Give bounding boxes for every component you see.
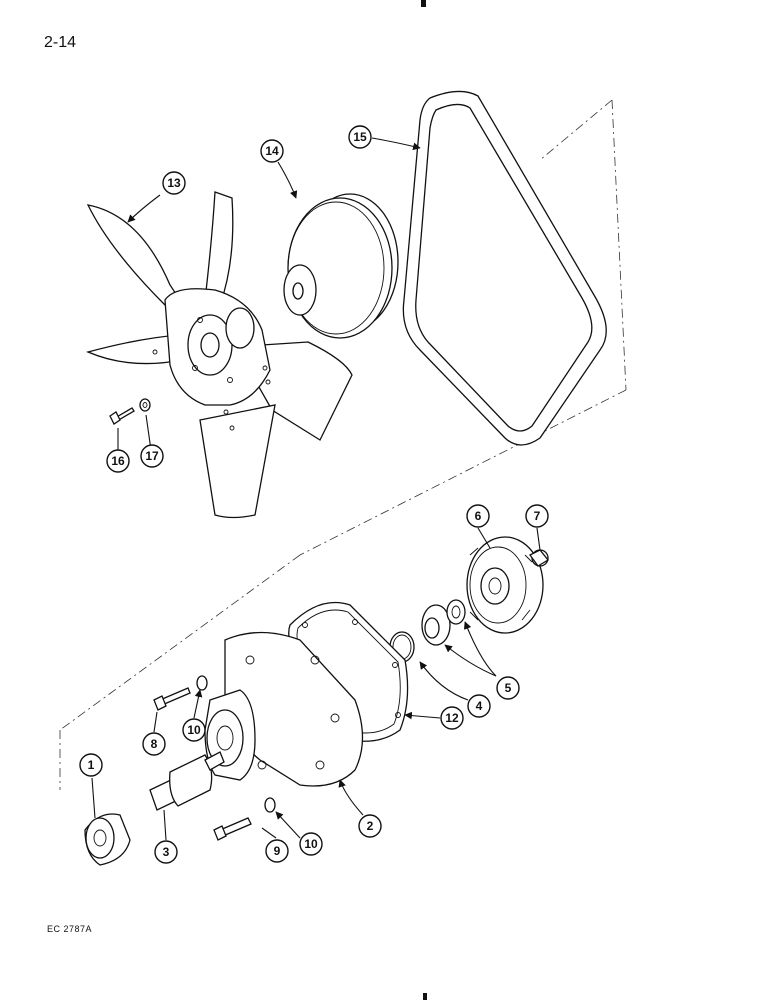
callout-13-label: 13 [167,176,181,190]
pump-washer-upper [196,675,208,691]
pump-washer-lower [264,797,276,813]
fan-hub [84,813,131,866]
callout-2-label: 2 [367,819,374,833]
fan-pulley [283,193,399,339]
callout-9: 9 [265,839,289,863]
figure-code: EC 2787A [47,924,93,934]
water-pump-body [204,631,364,787]
alignment-boundary [59,99,627,790]
callout-13: 13 [162,171,186,195]
pump-bearing-shaft [149,751,225,811]
callout-1: 1 [79,753,103,777]
bottom-tick-mark [423,993,427,1000]
callout-10-upper-label: 10 [187,723,201,737]
callout-12-label: 12 [445,711,459,725]
callout-12: 12 [440,706,464,730]
callout-10-lower-label: 10 [304,837,318,851]
impeller-nut [529,549,549,567]
callout-16-label: 16 [111,454,125,468]
callout-10-upper: 10 [182,718,206,742]
callout-4: 4 [467,694,491,718]
callout-1-label: 1 [88,758,95,772]
top-tick-mark [421,0,426,7]
leader-lines [91,137,541,841]
callout-6: 6 [466,504,490,528]
fan-belt [402,90,607,446]
callout-8: 8 [142,732,166,756]
water-pump-impeller [466,536,544,634]
callout-3-label: 3 [163,845,170,859]
callout-5: 5 [496,676,520,700]
page-number: 2-14 [44,34,77,51]
water-pump-seal [421,599,466,646]
callout-5-label: 5 [505,681,512,695]
callout-15-label: 15 [353,130,367,144]
callout-15: 15 [348,125,372,149]
callout-2: 2 [358,814,382,838]
callout-17-label: 17 [145,449,159,463]
callout-4-label: 4 [476,699,483,713]
fan-bolt [109,407,135,425]
callout-7-label: 7 [534,509,541,523]
callout-10-lower: 10 [299,832,323,856]
pump-bolt-lower [213,817,252,841]
callout-3: 3 [154,840,178,864]
fan-blade-assembly [86,191,353,519]
callout-6-label: 6 [475,509,482,523]
fan-lock-washer [139,398,151,412]
callout-14-label: 14 [265,144,279,158]
callout-17: 17 [140,444,164,468]
callout-16: 16 [106,449,130,473]
pump-bolt-upper [153,687,191,711]
callout-9-label: 9 [274,844,281,858]
callout-14: 14 [260,139,284,163]
callout-8-label: 8 [151,737,158,751]
callout-7: 7 [525,504,549,528]
